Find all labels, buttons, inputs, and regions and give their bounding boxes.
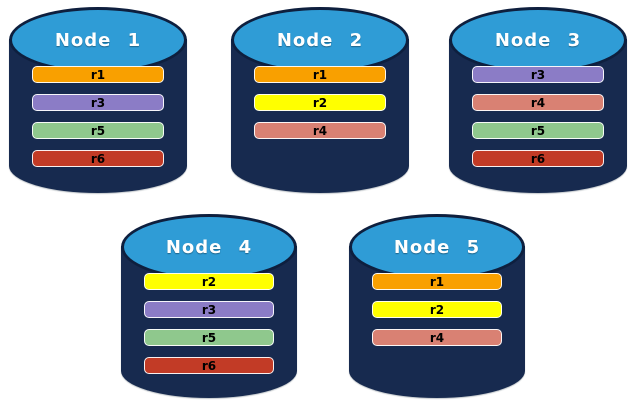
replica-bar-r3: r3 bbox=[143, 301, 275, 318]
node-4-title: Node 4 bbox=[165, 236, 253, 258]
replica-bar-r5: r5 bbox=[32, 122, 164, 139]
node-5-title: Node 5 bbox=[393, 236, 481, 258]
node-3-cylinder: Node 3 r3 r4 r5 r6 bbox=[449, 5, 627, 195]
replica-bar-r3: r3 bbox=[472, 66, 604, 83]
replica-bar-r2: r2 bbox=[143, 273, 275, 290]
node-3-replica-list: r3 r4 r5 r6 bbox=[449, 66, 627, 167]
node-1-title: Node 1 bbox=[54, 29, 142, 51]
replica-bar-r4: r4 bbox=[371, 329, 503, 346]
replica-bar-r6: r6 bbox=[143, 357, 275, 374]
replica-bar-r2: r2 bbox=[371, 301, 503, 318]
node-2-title: Node 2 bbox=[276, 29, 364, 51]
node-4-cylinder: Node 4 r2 r3 r5 r6 bbox=[121, 212, 297, 400]
node-2-cylinder-top: Node 2 bbox=[231, 7, 409, 73]
replica-bar-r6: r6 bbox=[472, 150, 604, 167]
replica-bar-r5: r5 bbox=[472, 122, 604, 139]
node-5-cylinder-top: Node 5 bbox=[349, 214, 525, 280]
replica-bar-r4: r4 bbox=[254, 122, 386, 139]
replica-bar-r6: r6 bbox=[32, 150, 164, 167]
replica-bar-r1: r1 bbox=[254, 66, 386, 83]
replica-bar-r5: r5 bbox=[143, 329, 275, 346]
replica-bar-r2: r2 bbox=[254, 94, 386, 111]
node-4-cylinder-top: Node 4 bbox=[121, 214, 297, 280]
replica-bar-r4: r4 bbox=[472, 94, 604, 111]
replica-bar-r1: r1 bbox=[32, 66, 164, 83]
replica-bar-r1: r1 bbox=[371, 273, 503, 290]
node-1-cylinder: Node 1 r1 r3 r5 r6 bbox=[9, 5, 187, 195]
node-1-cylinder-top: Node 1 bbox=[9, 7, 187, 73]
node-2-cylinder: Node 2 r1 r2 r4 bbox=[231, 5, 409, 195]
node-2-replica-list: r1 r2 r4 bbox=[231, 66, 409, 139]
replica-bar-r3: r3 bbox=[32, 94, 164, 111]
node-5-cylinder: Node 5 r1 r2 r4 bbox=[349, 212, 525, 400]
node-3-cylinder-top: Node 3 bbox=[449, 7, 627, 73]
node-4-replica-list: r2 r3 r5 r6 bbox=[121, 273, 297, 374]
node-1-replica-list: r1 r3 r5 r6 bbox=[9, 66, 187, 167]
node-5-replica-list: r1 r2 r4 bbox=[349, 273, 525, 346]
node-3-title: Node 3 bbox=[494, 29, 582, 51]
